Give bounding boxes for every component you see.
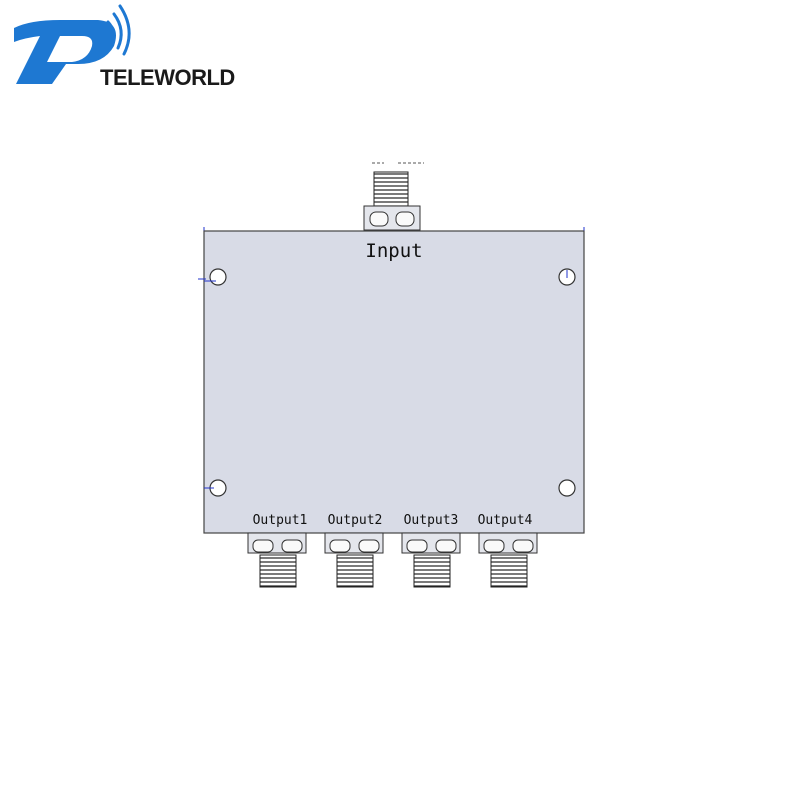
mounting-holes [209,268,576,497]
hole-centerline-ticks [198,270,568,489]
input-connector [363,162,424,231]
output3-connector [401,532,461,588]
output4-label: Output4 [478,513,533,528]
input-label: Input [365,240,422,262]
output1-label: Output1 [253,513,308,528]
brand-logo: TELEWORLD [0,0,260,100]
output3-label: Output3 [404,513,459,528]
output2-label: Output2 [328,513,383,528]
mounting-hole [209,268,227,286]
output1-connector [247,532,307,588]
brand-name: TELEWORLD [100,65,235,90]
output2-connector [324,532,384,588]
output4-connector [478,532,538,588]
mounting-hole [558,479,576,497]
splitter-body [203,230,585,534]
wifi-signal-icon [106,4,131,56]
teleworld-logo-mark [14,4,131,84]
